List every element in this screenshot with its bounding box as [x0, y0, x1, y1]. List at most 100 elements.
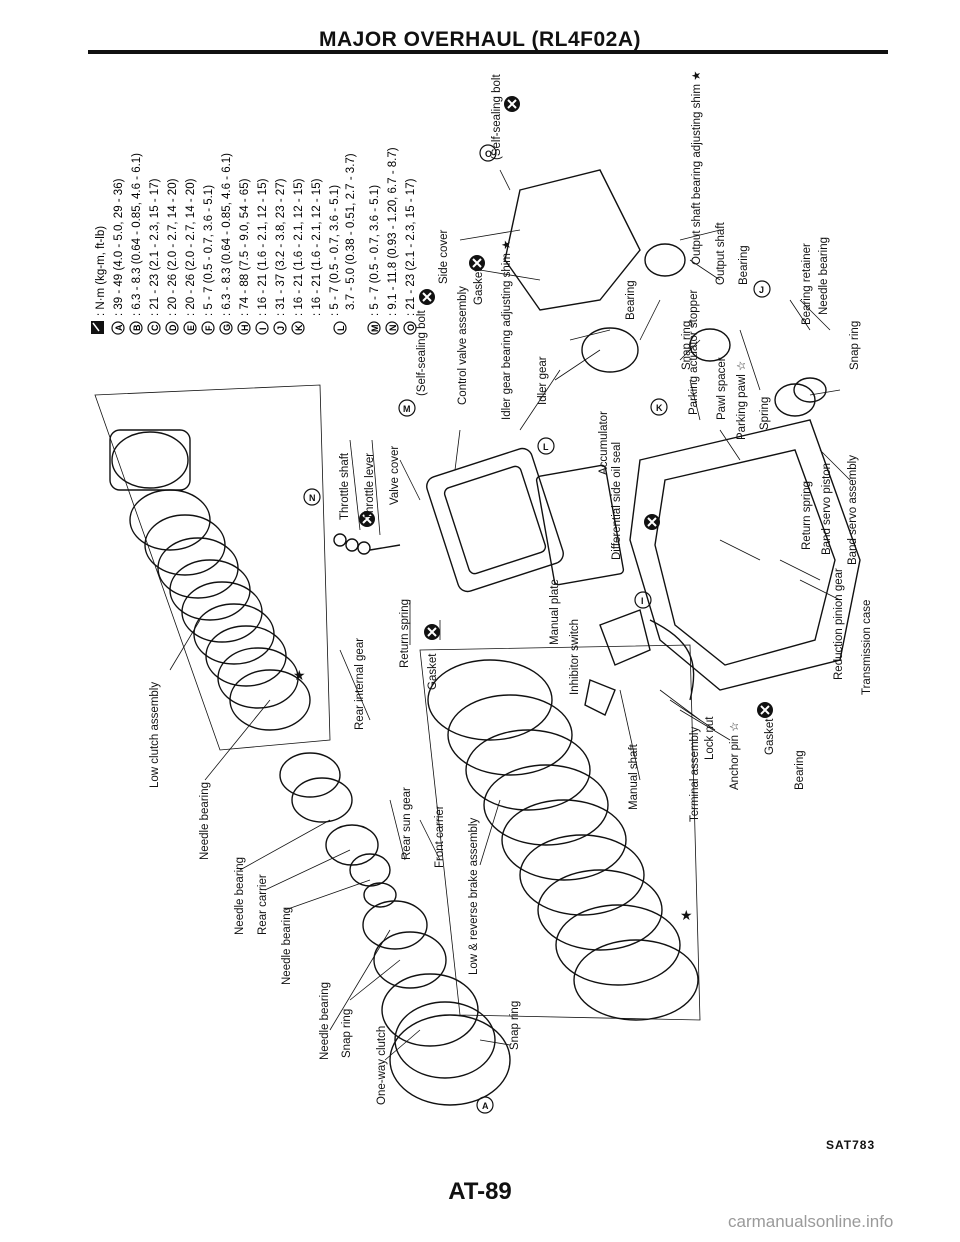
label-lock-nut: Lock nut: [704, 716, 716, 760]
label-gasket-3: Gasket: [764, 718, 776, 755]
label-bearing-2: Bearing: [738, 245, 750, 285]
torque-row-E: : 20 - 26 (2.0 - 2.7, 14 - 20): [185, 178, 197, 316]
brake-outline: [419, 644, 701, 1021]
torque-row-K: : 16 - 21 (1.6 - 2.1, 12 - 15): [293, 178, 305, 316]
label-snap-ring-left: Snap ring: [341, 1009, 353, 1058]
label-rear-carrier: Rear carrier: [257, 874, 269, 935]
callout-O-marker: [479, 144, 497, 162]
torque-row-O: : 21 - 23 (2.1 - 2.3, 15 - 17): [405, 178, 417, 316]
label-reduction-pinion: Reduction pinion gear: [833, 568, 845, 680]
gasket-replace-icon: [419, 289, 435, 305]
valve-cover-shape: [426, 447, 564, 593]
callout-L: L: [543, 442, 549, 452]
callout-A: A: [482, 1101, 489, 1111]
label-bearing-1: Bearing: [625, 280, 637, 320]
inhibitor-switch-shape: [584, 679, 616, 716]
output-shaft-gear: [644, 243, 686, 277]
low-clutch-drum: [109, 429, 191, 491]
torque-row-C: : 21 - 23 (2.1 - 2.3, 15 - 17): [149, 178, 161, 316]
part-labels: (Self-sealing bolt Output shaft bearing …: [149, 71, 873, 1105]
torque-row-K-group: K : 16 - 21 (1.6 - 2.1, 12 - 15): [291, 178, 305, 335]
torque-key-E: E: [186, 325, 196, 331]
label-bearing-retainer: Bearing retainer: [801, 243, 813, 325]
torque-row-K2-group: : 16 - 21 (1.6 - 2.1, 12 - 15): [311, 178, 323, 316]
label-side-cover: Side cover: [438, 229, 450, 284]
page-title: MAJOR OVERHAUL (RL4F02A): [319, 28, 641, 51]
torque-row-G-group: G : 6.3 - 8.3 (0.64 - 0.85, 4.6 - 6.1): [219, 153, 233, 335]
gasket-replace-icon: [644, 514, 660, 530]
torque-row-0: : N·m (kg-m, ft-lb): [95, 226, 107, 316]
torque-row-H-group: H : 74 - 88 (7.5 - 9.0, 54 - 65): [237, 178, 251, 335]
torque-row-B-group: B : 6.3 - 8.3 (0.64 - 0.85, 4.6 - 6.1): [129, 153, 143, 335]
torque-row-L-group: L : 5 - 7 (0.5 - 0.7, 3.6 - 5.1) 3.7 - 5…: [329, 153, 357, 335]
callout-M-marker: [398, 399, 416, 417]
transmission-case-shape: [629, 419, 861, 691]
torque-key-L: L: [336, 325, 346, 331]
label-star-1: ★: [293, 667, 306, 683]
torque-key-N: N: [388, 325, 398, 332]
torque-row-M: : 5 - 7 (0.5 - 0.7, 3.6 - 5.1): [369, 185, 381, 316]
label-valve-cover: Valve cover: [389, 446, 401, 505]
label-snap-ring-bottom: Snap ring: [509, 1001, 521, 1050]
label-throttle-shaft: Throttle shaft: [339, 452, 351, 520]
torque-row-M-group: M : 5 - 7 (0.5 - 0.7, 3.6 - 5.1): [367, 185, 381, 335]
transmission-case-inner: [654, 449, 836, 666]
low-reverse-brake-plates: [427, 659, 699, 1021]
torque-row-I-group: I : 16 - 21 (1.6 - 2.1, 12 - 15): [255, 178, 269, 335]
label-return-spring-right: Return spring: [801, 481, 813, 550]
label-transmission-case: Transmission case: [861, 600, 873, 695]
torque-key-C: C: [150, 324, 160, 331]
callout-N-marker: [303, 488, 321, 506]
torque-unit-icon: [91, 321, 104, 334]
torque-key-G: G: [222, 324, 232, 331]
label-needle-bearing-right: Needle bearing: [818, 237, 830, 315]
torque-row-N-group: N : 9.1 - 11.8 (0.93 - 1.20, 6.7 - 8.7): [385, 147, 399, 335]
callout-K: K: [656, 403, 663, 413]
torque-row-N: : 9.1 - 11.8 (0.93 - 1.20, 6.7 - 8.7): [387, 147, 399, 316]
label-terminal-assembly: Terminal assembly: [689, 727, 701, 822]
torque-row-A-group: A : 39 - 49 (4.0 - 5.0, 29 - 36): [111, 178, 125, 335]
gasket-replace-icon: [757, 702, 773, 718]
control-valve-shape: [535, 464, 625, 586]
leader-lines: [169, 169, 851, 1061]
torque-row-K2: : 16 - 21 (1.6 - 2.1, 12 - 15): [311, 178, 323, 316]
callout-I-marker: [634, 591, 652, 609]
torque-row-A: : 39 - 49 (4.0 - 5.0, 29 - 36): [113, 178, 125, 316]
manual-plate-shape: [599, 609, 651, 666]
torque-key-K: K: [294, 324, 304, 331]
label-low-clutch: Low clutch assembly: [149, 682, 161, 788]
callouts: [303, 144, 771, 1114]
label-self-sealing-bolt-top: (Self-sealing bolt: [491, 74, 503, 160]
gasket-replace-icon: [424, 624, 440, 640]
torque-key-A: A: [114, 324, 124, 331]
torque-key-F: F: [204, 325, 214, 331]
side-cover-shape: [504, 169, 641, 311]
callout-A-marker: [476, 1096, 494, 1114]
band-servo-ring: [793, 377, 827, 403]
label-idler-gear: Idler gear: [537, 356, 549, 405]
label-self-sealing-bolt-mid: (Self-sealing bolt: [416, 310, 428, 396]
torque-row-L: : 5 - 7 (0.5 - 0.7, 3.6 - 5.1): [329, 185, 341, 316]
torque-key-I: I: [258, 327, 268, 330]
snap-ring-large: [389, 1014, 511, 1106]
label-parking-actuator: Parking actuator stopper: [688, 290, 700, 415]
page-number: AT-89: [448, 1178, 512, 1205]
label-rear-sun-gear: Rear sun gear: [401, 787, 413, 860]
label-low-reverse-brake: Low & reverse brake assembly: [468, 818, 480, 975]
label-differential-seal: Differential side oil seal: [611, 442, 623, 560]
label-manual-plate: Manual plate: [549, 579, 561, 645]
torque-row-L2: 3.7 - 5.0 (0.38 - 0.51, 2.7 - 3.7): [345, 153, 357, 310]
torque-row-D: : 20 - 26 (2.0 - 2.7, 14 - 20): [167, 178, 179, 316]
torque-row-B: : 6.3 - 8.3 (0.64 - 0.85, 4.6 - 6.1): [131, 153, 143, 316]
callout-N: N: [309, 493, 316, 503]
torque-row-E-group: E : 20 - 26 (2.0 - 2.7, 14 - 20): [183, 178, 197, 335]
label-gasket-2: Gasket: [427, 653, 439, 690]
label-spring: Spring: [759, 397, 771, 430]
torque-key-O: O: [406, 324, 416, 331]
torque-row-I: : 16 - 21 (1.6 - 2.1, 12 - 15): [257, 178, 269, 316]
label-control-valve: Control valve assembly: [457, 286, 469, 405]
label-one-way-clutch: One-way clutch: [376, 1026, 388, 1105]
label-rear-internal-gear: Rear internal gear: [354, 638, 366, 730]
label-output-shaft: Output shaft: [715, 222, 727, 285]
label-output-shaft-shim: Output shaft bearing adjusting shim ★: [691, 71, 703, 265]
